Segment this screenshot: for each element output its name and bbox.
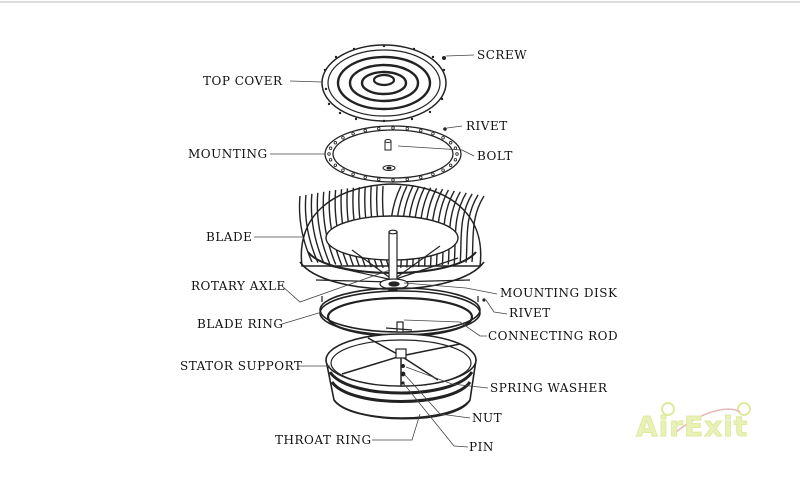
connecting-rod bbox=[385, 321, 413, 333]
label-mounting-disk: MOUNTING DISK bbox=[500, 286, 618, 300]
leader-lines bbox=[254, 54, 508, 448]
nut-icon bbox=[400, 371, 406, 377]
blade-dome bbox=[298, 183, 485, 290]
label-screw: SCREW bbox=[477, 48, 528, 62]
label-top-cover: TOP COVER bbox=[203, 74, 283, 88]
pin-icon bbox=[401, 381, 405, 385]
label-mounting: MOUNTING bbox=[188, 147, 268, 161]
label-spring-washer: SPRING WASHER bbox=[490, 381, 608, 395]
mounting-plate-holes bbox=[327, 126, 459, 182]
label-nut: NUT bbox=[472, 411, 503, 425]
label-bolt: BOLT bbox=[477, 149, 513, 163]
label-rivet-top: RIVET bbox=[466, 119, 508, 133]
logo-fans-icon bbox=[661, 402, 751, 433]
stator-hub bbox=[395, 348, 407, 359]
label-connecting-rod: CONNECTING ROD bbox=[488, 329, 619, 343]
screw-icon bbox=[442, 56, 446, 60]
airexit-logo: AirExit bbox=[635, 402, 776, 454]
label-stator-support: STATOR SUPPORT bbox=[180, 359, 303, 373]
label-pin: PIN bbox=[469, 440, 494, 454]
rivet-top-icon bbox=[443, 127, 447, 131]
mounting-disk bbox=[379, 278, 409, 290]
rotary-axle bbox=[388, 229, 398, 291]
spring-washer-icon bbox=[401, 364, 405, 368]
stator-support bbox=[341, 337, 461, 386]
label-throat-ring: THROAT RING bbox=[275, 433, 372, 447]
label-blade: BLADE bbox=[206, 230, 253, 244]
logo-text: AirExit bbox=[635, 410, 749, 444]
label-rivet-mid: RIVET bbox=[509, 306, 551, 320]
label-rotary-axle: ROTARY AXLE bbox=[191, 279, 286, 293]
mounting-plate bbox=[324, 125, 462, 183]
top-cover-holes bbox=[323, 44, 446, 123]
mounting-bolts bbox=[382, 139, 396, 171]
rivet-mid-icon bbox=[482, 298, 486, 302]
label-blade-ring: BLADE RING bbox=[197, 317, 284, 331]
top-cover bbox=[321, 44, 447, 122]
